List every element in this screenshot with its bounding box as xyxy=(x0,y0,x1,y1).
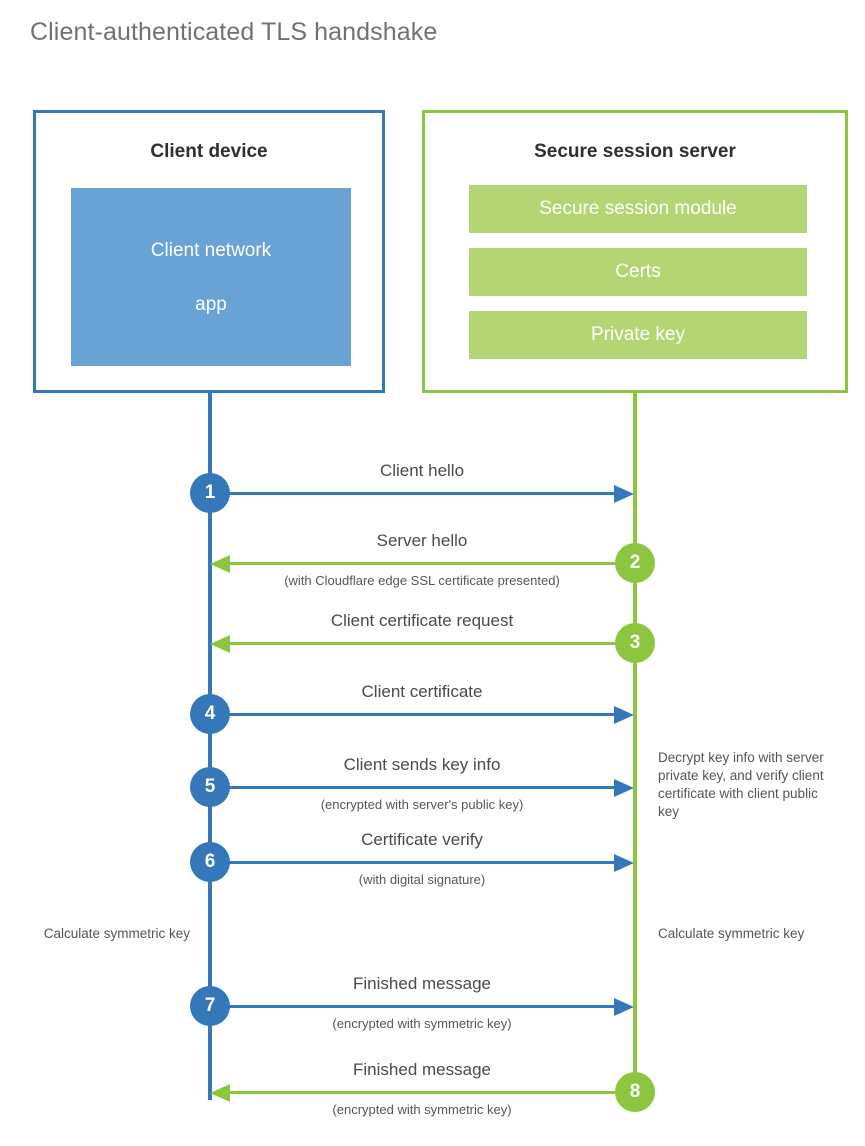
message-sublabel-6: (with digital signature) xyxy=(358,872,486,887)
step-circle-7[interactable]: 7 xyxy=(190,986,230,1026)
client-app-label-line1: Client network xyxy=(150,239,272,261)
arrowhead-icon xyxy=(614,998,634,1016)
client-app-label-line2: app xyxy=(195,293,227,315)
message-sublabel-8: (encrypted with symmetric key) xyxy=(332,1102,512,1117)
message-line-5 xyxy=(210,786,614,789)
message-label-7: Finished message xyxy=(353,974,491,993)
step-circle-8[interactable]: 8 xyxy=(615,1072,655,1112)
message-line-1 xyxy=(210,492,614,495)
message-sublabel-2: (with Cloudflare edge SSL certificate pr… xyxy=(284,573,560,588)
message-line-4 xyxy=(210,713,614,716)
client-network-app-block: Client network app xyxy=(71,188,351,366)
step-circle-5[interactable]: 5 xyxy=(190,767,230,807)
arrowhead-icon xyxy=(210,555,230,573)
secure-session-server-box: Secure session server Secure session mod… xyxy=(422,110,848,393)
step-circle-1[interactable]: 1 xyxy=(190,473,230,513)
message-line-6 xyxy=(210,861,614,864)
message-label-5: Client sends key info xyxy=(343,755,501,774)
server-module-private-key: Private key xyxy=(469,311,807,359)
server-module-certs: Certs xyxy=(469,248,807,296)
message-line-2 xyxy=(230,562,634,565)
client-device-box: Client device Client network app xyxy=(33,110,385,393)
server-module-secure-session: Secure session module xyxy=(469,185,807,233)
server-module-list: Secure session module Certs Private key xyxy=(469,185,807,374)
message-sublabel-7: (encrypted with symmetric key) xyxy=(332,1016,512,1031)
message-label-2: Server hello xyxy=(376,531,468,550)
annotation-server-calculate-symmetric-key: Calculate symmetric key xyxy=(658,926,805,941)
arrowhead-icon xyxy=(614,779,634,797)
message-label-8: Finished message xyxy=(353,1060,491,1079)
message-line-3 xyxy=(230,642,634,645)
message-label-6: Certificate verify xyxy=(361,830,483,849)
message-label-1: Client hello xyxy=(379,461,465,480)
client-lifeline xyxy=(208,393,212,1100)
step-circle-3[interactable]: 3 xyxy=(615,623,655,663)
message-label-4: Client certificate xyxy=(361,682,483,701)
secure-session-server-title: Secure session server xyxy=(534,141,736,162)
arrowhead-icon xyxy=(210,635,230,653)
message-line-8 xyxy=(230,1091,634,1094)
arrowhead-icon xyxy=(614,854,634,872)
message-label-3: Client certificate request xyxy=(330,611,514,630)
arrowhead-icon xyxy=(614,706,634,724)
step-circle-6[interactable]: 6 xyxy=(190,842,230,882)
message-sublabel-5: (encrypted with server's public key) xyxy=(320,797,524,812)
arrowhead-icon xyxy=(210,1084,230,1102)
page-title: Client-authenticated TLS handshake xyxy=(30,18,438,46)
annotation-client-calculate-symmetric-key: Calculate symmetric key xyxy=(43,926,190,941)
step-circle-2[interactable]: 2 xyxy=(615,543,655,583)
arrowhead-icon xyxy=(614,485,634,503)
server-lifeline xyxy=(633,393,637,1100)
annotation-server-decrypt: Decrypt key info with server private key… xyxy=(658,750,824,819)
client-device-title: Client device xyxy=(150,141,268,162)
step-circle-4[interactable]: 4 xyxy=(190,694,230,734)
message-line-7 xyxy=(210,1005,614,1008)
